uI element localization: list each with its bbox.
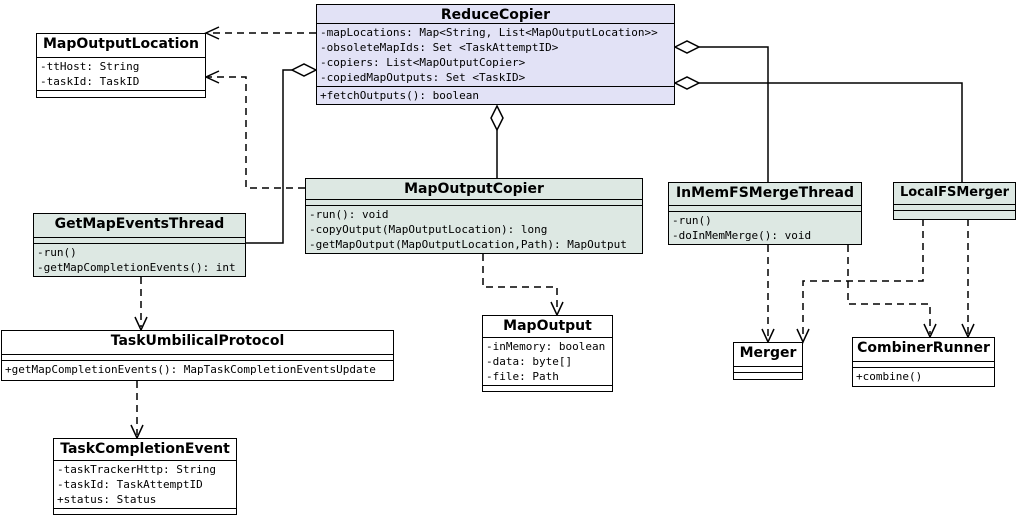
methods-compartment-empty: [483, 385, 612, 391]
class-taskcompletionevent: TaskCompletionEvent -taskTrackerHttp: St…: [53, 438, 237, 515]
attribute: -taskId: TaskAttemptID: [57, 478, 203, 491]
attributes-compartment-empty: [34, 236, 245, 243]
class-mapoutput: MapOutput -inMemory: boolean -data: byte…: [482, 315, 613, 392]
class-reducecopier: ReduceCopier -mapLocations: Map<String, …: [316, 4, 675, 105]
edge-reducecopier-mapoutputlocation-dependency: [204, 26, 316, 40]
attributes-compartment-empty: [306, 199, 642, 205]
method: -run(): [37, 245, 77, 259]
attributes-compartment: -inMemory: boolean -data: byte[] -file: …: [483, 337, 612, 385]
class-merger: Merger: [733, 342, 803, 380]
attribute: -copiedMapOutputs: Set <TaskID>: [320, 71, 526, 84]
edge-reducecopier-getmapeventsthread-aggregation: [246, 63, 318, 244]
method: -doInMemMerge(): void: [672, 229, 812, 242]
class-getmapeventsthread: GetMapEventsThread -run() -getMapComplet…: [33, 213, 246, 277]
class-title: Merger: [739, 345, 797, 361]
attribute: -inMemory: boolean: [486, 340, 606, 353]
class-localfsmerger: LocalFSMerger: [893, 182, 1016, 220]
edge-localfsmerger-merger-dependency: [796, 219, 924, 344]
edge-mapoutputcopier-mapoutput-dependency: [482, 254, 564, 317]
attribute: -taskId: TaskID: [40, 74, 140, 88]
attributes-compartment-empty: [2, 353, 393, 360]
method: -getMapCompletionEvents(): int: [37, 260, 236, 274]
methods-compartment-empty: [894, 210, 1015, 219]
class-title: MapOutputCopier: [404, 181, 544, 197]
class-combinerrunner: CombinerRunner +combine(): [852, 337, 995, 387]
class-title: MapOutputLocation: [42, 36, 199, 52]
edge-getmapeventsthread-taskumbilicalprotocol-dependency: [134, 277, 148, 332]
methods-compartment: +getMapCompletionEvents(): MapTaskComple…: [2, 359, 393, 381]
attribute: -taskTrackerHttp: String: [57, 463, 216, 476]
methods-compartment-empty: [54, 508, 236, 514]
method: -run(): [672, 214, 712, 227]
attribute: -obsoleteMapIds: Set <TaskAttemptID>: [320, 41, 559, 54]
class-title: TaskCompletionEvent: [60, 441, 230, 457]
attribute: -mapLocations: Map<String, List<MapOutpu…: [320, 26, 658, 39]
class-mapoutputcopier: MapOutputCopier -run(): void -copyOutput…: [305, 178, 643, 254]
attributes-compartment-empty: [853, 360, 994, 367]
class-title: ReduceCopier: [440, 7, 551, 23]
attribute: +status: Status: [57, 493, 157, 506]
attribute: -data: byte[]: [486, 355, 573, 368]
method: +fetchOutputs(): boolean: [320, 89, 479, 102]
method: -getMapOutput(MapOutputLocation,Path): M…: [309, 238, 627, 251]
class-title: CombinerRunner: [857, 340, 990, 356]
attribute: -copiers: List<MapOutputCopier>: [320, 56, 526, 69]
attribute: -ttHost: String: [40, 59, 140, 73]
class-taskumbilicalprotocol: TaskUmbilicalProtocol +getMapCompletionE…: [1, 330, 394, 381]
methods-compartment: +combine(): [853, 366, 994, 387]
edge-localfsmerger-combinerrunner-dependency: [961, 219, 975, 339]
method: +getMapCompletionEvents(): MapTaskComple…: [5, 362, 376, 376]
class-title: MapOutput: [503, 318, 592, 334]
class-mapoutputlocation: MapOutputLocation -ttHost: String -taskI…: [36, 33, 206, 98]
class-title: LocalFSMerger: [899, 185, 1010, 200]
class-inmemfsmergethread: InMemFSMergeThread -run() -doInMemMerge(…: [668, 182, 862, 245]
edge-mapoutputcopier-mapoutputlocation-dependency: [204, 70, 305, 189]
attributes-compartment: -ttHost: String -taskId: TaskID: [37, 56, 205, 90]
attributes-compartment-empty: [669, 205, 861, 211]
methods-compartment: +fetchOutputs(): boolean: [317, 86, 674, 104]
edge-reducecopier-mapoutputcopier-aggregation: [490, 104, 504, 178]
attributes-compartment-empty: [894, 204, 1015, 210]
method: +combine(): [856, 369, 923, 383]
methods-compartment: -run(): void -copyOutput(MapOutputLocati…: [306, 205, 642, 253]
edge-reducecopier-localfsmerger-aggregation: [673, 76, 963, 182]
attributes-compartment: -taskTrackerHttp: String -taskId: TaskAt…: [54, 460, 236, 508]
methods-compartment: -run() -doInMemMerge(): void: [669, 211, 861, 244]
attributes-compartment-empty: [734, 365, 802, 372]
methods-compartment-empty: [734, 371, 802, 380]
edge-inmemfsmergethread-merger-dependency: [761, 245, 775, 344]
edge-reducecopier-inmemfsmergethread-aggregation: [673, 40, 769, 182]
methods-compartment: -run() -getMapCompletionEvents(): int: [34, 242, 245, 277]
attribute: -file: Path: [486, 370, 559, 383]
methods-compartment-empty: [37, 89, 205, 98]
method: -run(): void: [309, 208, 389, 221]
edge-taskumbilicalprotocol-taskcompletionevent-dependency: [130, 381, 144, 440]
class-title: TaskUmbilicalProtocol: [110, 333, 285, 349]
class-title: InMemFSMergeThread: [675, 185, 855, 201]
method: -copyOutput(MapOutputLocation): long: [309, 223, 548, 236]
attributes-compartment: -mapLocations: Map<String, List<MapOutpu…: [317, 23, 674, 86]
class-title: GetMapEventsThread: [54, 216, 225, 232]
